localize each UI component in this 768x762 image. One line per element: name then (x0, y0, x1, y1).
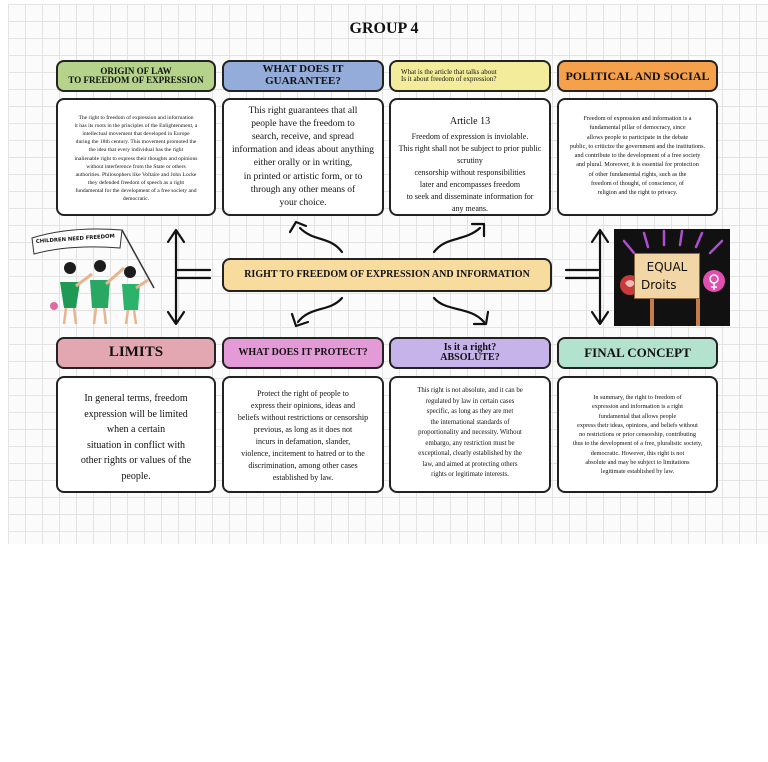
political-box: Freedom of expression and information is… (557, 98, 718, 216)
protect-box: Protect the right of people to express t… (222, 376, 384, 493)
guarantee-box: This right guarantees that all people ha… (222, 98, 384, 216)
guarantee-text: This right guarantees that all people ha… (232, 106, 374, 208)
header-guarantee-text: WHAT DOES IT GUARANTEE? (262, 63, 344, 87)
header-political: POLITICAL AND SOCIAL (557, 60, 718, 92)
children-illustration: CHILDREN NEED FREEDOM (31, 228, 155, 325)
header-article: What is the article that talks about Is … (389, 60, 551, 92)
sign-droits-text: Droits (641, 278, 677, 292)
political-text: Freedom of expression and information is… (569, 115, 706, 197)
limits-box: In general terms, freedom expression wil… (56, 376, 216, 493)
header-article-text: What is the article that talks about Is … (401, 67, 497, 83)
header-origin: ORIGIN OF LAW TO FREEDOM OF EXPRESSION (56, 60, 216, 92)
header-protect: WHAT DOES IT PROTECT? (222, 337, 384, 369)
header-guarantee: WHAT DOES IT GUARANTEE? (222, 60, 384, 92)
header-final: FINAL CONCEPT (557, 337, 718, 369)
banner-text: CHILDREN NEED FREEDOM (36, 233, 115, 245)
final-box: In summary, the right to freedom of expr… (557, 376, 718, 493)
header-absolute: Is it a right? ABSOLUTE? (389, 337, 551, 369)
header-protect-text: WHAT DOES IT PROTECT? (238, 346, 368, 358)
absolute-text: This right is not absolute, and it can b… (417, 387, 523, 479)
header-absolute-text: Is it a right? ABSOLUTE? (440, 341, 500, 363)
header-political-text: POLITICAL AND SOCIAL (565, 68, 710, 83)
absolute-box: This right is not absolute, and it can b… (389, 376, 551, 493)
child-head-icon (64, 262, 76, 274)
sign-equal-text: EQUAL (646, 260, 688, 274)
central-topic: RIGHT TO FREEDOM OF EXPRESSION AND INFOR… (222, 258, 552, 292)
sign-equal: EQUAL Droits (634, 253, 700, 299)
article-box: Article 13 Freedom of expression is invi… (389, 98, 551, 216)
header-limits-text: LIMITS (108, 344, 164, 361)
page-title: GROUP 4 (349, 20, 419, 37)
article-title: Article 13 (449, 116, 491, 127)
banner-icon (31, 228, 123, 255)
final-text: In summary, the right to freedom of expr… (572, 394, 703, 476)
header-limits: LIMITS (56, 337, 216, 369)
protect-text: Protect the right of people to express t… (237, 389, 369, 482)
origin-box: The right to freedom of expression and i… (56, 98, 216, 216)
central-topic-text: RIGHT TO FREEDOM OF EXPRESSION AND INFOR… (244, 268, 530, 280)
article-text: Freedom of expression is inviolable. Thi… (398, 132, 542, 213)
origin-text: The right to freedom of expression and i… (74, 115, 198, 203)
header-final-text: FINAL CONCEPT (584, 345, 691, 361)
header-origin-text: ORIGIN OF LAW TO FREEDOM OF EXPRESSION (68, 65, 204, 85)
limits-text: In general terms, freedom expression wil… (80, 393, 192, 482)
equal-rights-illustration: EQUAL Droits (614, 229, 730, 326)
